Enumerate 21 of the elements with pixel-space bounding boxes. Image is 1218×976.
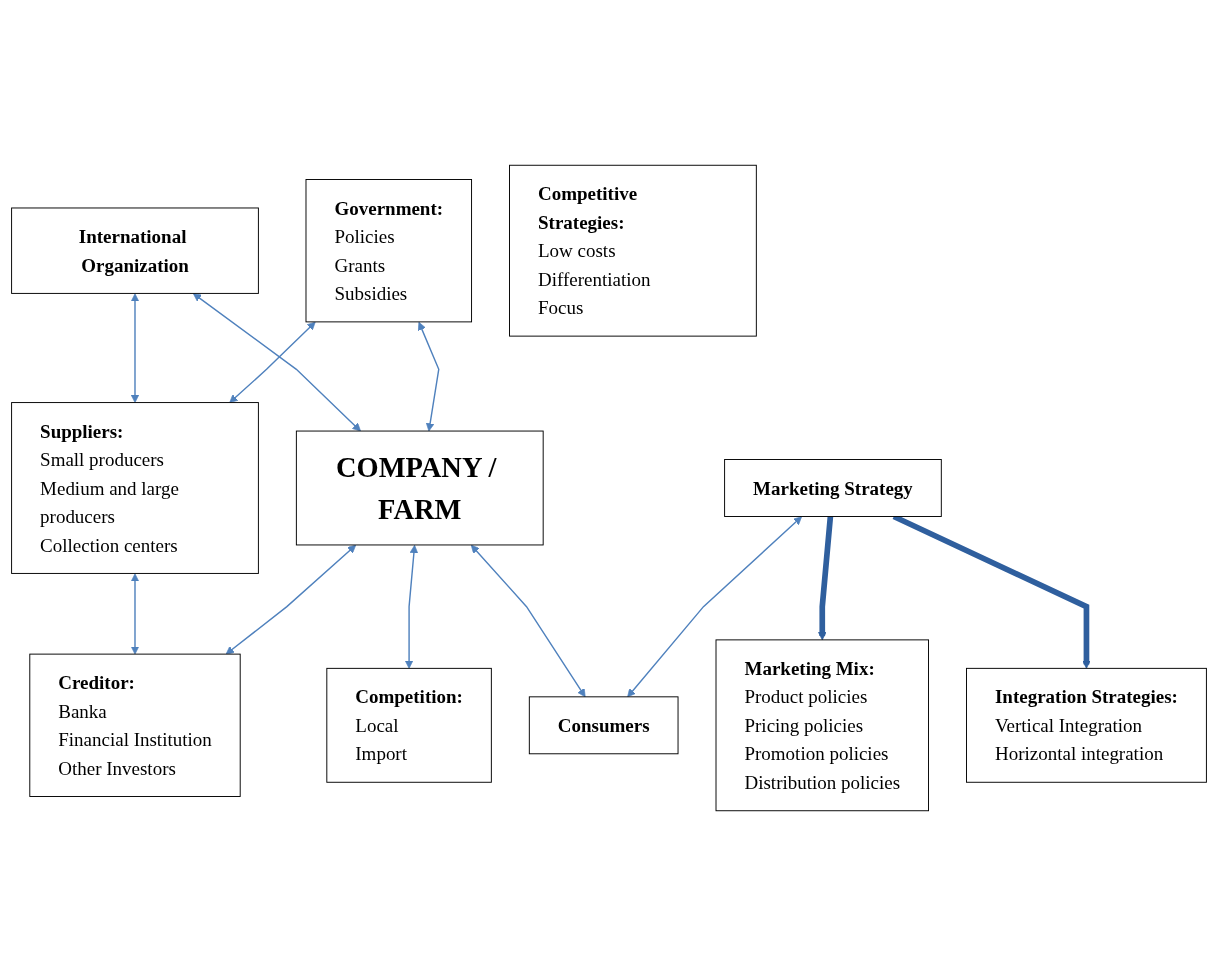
node-box: COMPANY / FARM <box>295 430 544 546</box>
arrow <box>818 516 834 641</box>
node-box: Marketing Strategy <box>724 459 942 517</box>
arrow <box>627 516 802 698</box>
arrow <box>470 544 586 698</box>
node-box: Marketing Mix: Product policies Pricing policies Promotion policies Distribution policies <box>715 639 929 812</box>
arrow <box>229 321 316 403</box>
node-box: Competition: Local Import <box>326 667 492 783</box>
node-box: Integration Strategies: Vertical Integration Horizontal integration <box>966 667 1207 783</box>
arrow <box>130 293 140 403</box>
arrow <box>130 573 140 655</box>
node-box: Consumers <box>528 696 679 755</box>
arrow <box>193 293 361 432</box>
node-box: Suppliers: Small producers Medium and large producers Collection centers <box>11 402 259 574</box>
arrow <box>225 544 357 655</box>
arrow <box>418 321 440 432</box>
node-box: Creditor: Banka Financial Institution Other Investors <box>29 653 241 797</box>
node-box: International Organization <box>11 207 259 294</box>
node-box: Competitive Strategies: Low costs Differentiation Focus <box>509 164 757 337</box>
arrow <box>404 544 419 669</box>
node-box: Government: Policies Grants Subsidies <box>305 179 473 323</box>
